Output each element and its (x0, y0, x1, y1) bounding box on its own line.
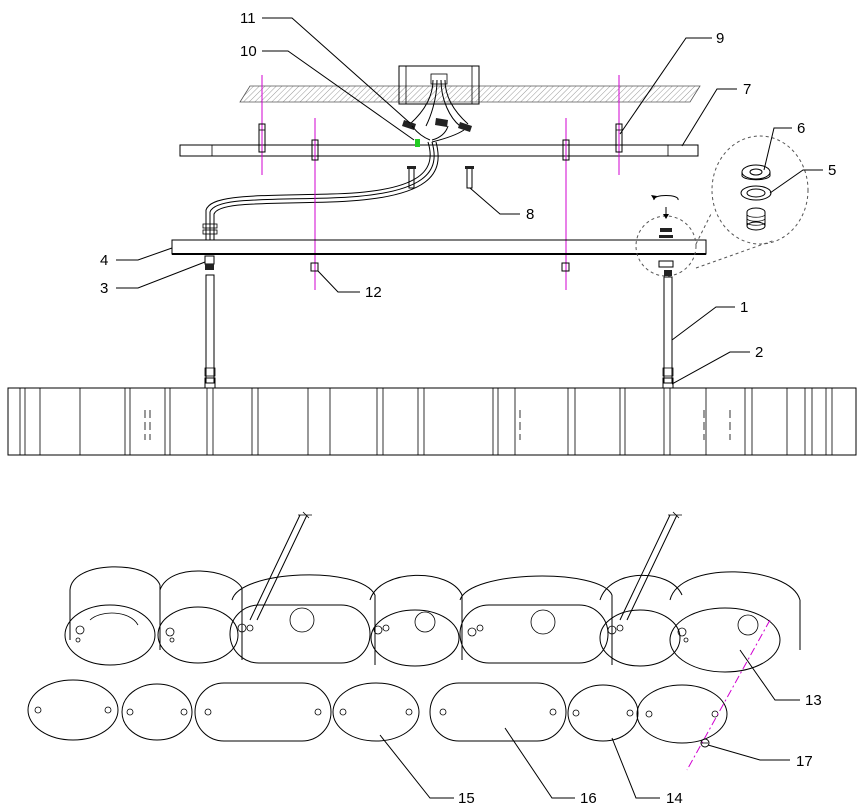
callout-14: 14 (666, 790, 683, 806)
cup-1 (64, 566, 161, 666)
callout-11: 11 (240, 10, 256, 27)
cover-1 (27, 679, 119, 741)
clip-right (561, 262, 570, 272)
callout-3: 3 (100, 280, 108, 297)
bar-detail-circle (635, 215, 697, 277)
cups (64, 566, 801, 673)
hardware-detail-bubble (695, 135, 809, 269)
mounting-bar (171, 239, 707, 255)
callout-2: 2 (755, 344, 763, 361)
callout-12: 12 (365, 284, 382, 301)
threaded-nipple (746, 207, 766, 231)
cover-screw-guide (686, 619, 771, 771)
cover-plates (27, 679, 728, 744)
cup-3 (229, 574, 376, 665)
callout-16: 16 (580, 790, 597, 806)
wire-connectors (402, 118, 472, 143)
callout-17: 17 (796, 753, 813, 770)
cover-6 (567, 684, 639, 742)
callout-4: 4 (100, 252, 108, 269)
callout-10: 10 (240, 43, 257, 60)
cover-3 (194, 682, 332, 742)
ground-connector (415, 139, 420, 147)
washer (740, 185, 772, 201)
leader-lines (116, 17, 823, 799)
rod-right (662, 270, 674, 389)
fixture-cable (202, 141, 439, 240)
callout-13: 13 (805, 692, 822, 709)
supply-wires (409, 73, 469, 127)
down-arrow-icon (663, 207, 669, 219)
cover-7 (636, 684, 728, 744)
cup-6 (599, 574, 683, 667)
cover-2 (121, 683, 193, 741)
cup-4 (369, 574, 463, 667)
callout-1: 1 (740, 299, 748, 316)
callout-15: 15 (458, 790, 475, 806)
junction-box (398, 65, 480, 105)
cover-5 (429, 682, 567, 742)
cup-2 (157, 570, 243, 664)
cup-5 (459, 575, 613, 665)
callout-8: 8 (526, 206, 534, 223)
callout-labels: 11 10 9 7 6 5 8 4 3 12 1 2 13 15 16 14 1… (100, 10, 836, 806)
ceiling (239, 85, 701, 103)
mounting-screws (258, 123, 623, 161)
luminaire-body (7, 387, 857, 456)
nut (741, 164, 771, 181)
callout-6: 6 (797, 120, 805, 137)
cup-7 (669, 571, 801, 673)
cover-screw (700, 738, 710, 748)
cover-4 (332, 682, 420, 742)
rod-left (204, 255, 216, 389)
cup-cables (249, 511, 682, 621)
callout-5: 5 (828, 162, 836, 179)
alignment-guides (261, 75, 620, 290)
clip-left (310, 262, 319, 272)
canopy-screws (407, 166, 474, 189)
canopy-plate (179, 144, 699, 157)
callout-9: 9 (716, 30, 724, 47)
callout-7: 7 (743, 81, 751, 98)
rotate-arrow-icon (651, 195, 679, 201)
